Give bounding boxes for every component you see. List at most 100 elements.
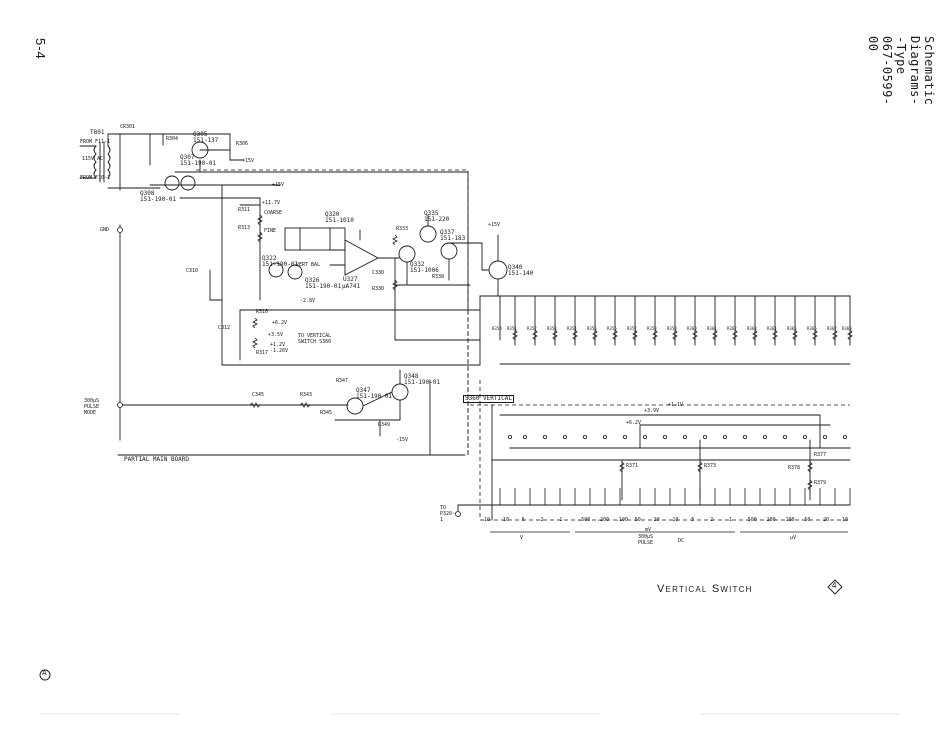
label-r316: R316 xyxy=(256,309,269,315)
label-r379: R379 xyxy=(814,480,827,486)
label-plus3-9: +3.9V xyxy=(644,408,660,414)
label-ua741: μA741 xyxy=(342,283,361,290)
label-plus15-mid: +15V xyxy=(272,182,285,188)
label-s360-vertical: S360 VERTICAL xyxy=(463,395,514,403)
divider-resistor-label: R365 xyxy=(787,326,797,331)
divider-resistor-label: R352 xyxy=(527,326,537,331)
switch-position-label: 1 xyxy=(559,517,563,523)
label-fine: FINE xyxy=(264,228,277,234)
switch-position-label: .500 xyxy=(578,517,591,523)
label-pulse-bottom: 300μS PULSE xyxy=(638,534,654,546)
switch-position-label: 50 xyxy=(634,517,641,523)
switch-position-label: 2 xyxy=(710,517,714,523)
label-from-f11: FROM F11-1 xyxy=(80,139,111,145)
divider-ladder xyxy=(499,295,851,365)
label-r377: R377 xyxy=(814,452,827,458)
label-plus6-2b: +6.2V xyxy=(626,420,642,426)
label-r345: R345 xyxy=(320,410,333,416)
divider-resistor-label: R357 xyxy=(627,326,637,331)
divider-resistor-label: R350 xyxy=(492,326,502,331)
page-number: 5-4 xyxy=(33,38,48,60)
label-plus15-top: +15V xyxy=(242,158,255,164)
divider-resistor-label: R367 xyxy=(827,326,837,331)
divider-resistor-label: R356 xyxy=(607,326,617,331)
divider-resistor-label: R359 xyxy=(667,326,677,331)
label-plus15-sw: +15V xyxy=(488,222,501,228)
rev-diamond xyxy=(827,579,843,595)
label-plus1-2: +1.2V xyxy=(270,342,286,348)
switch-position-label: .100 xyxy=(615,517,628,523)
label-r373: R373 xyxy=(704,463,717,469)
label-r343: R343 xyxy=(300,392,313,398)
label-minus1-26: -1.26V xyxy=(270,348,289,354)
switch-position-label: 10 xyxy=(502,517,509,523)
label-r306: R306 xyxy=(236,141,249,147)
label-vert-bal: VERT BAL xyxy=(296,262,321,268)
switch-position-label: 10 xyxy=(672,517,679,523)
label-r313: R313 xyxy=(238,225,251,231)
label-to-p320: TO P320-1 xyxy=(440,505,456,523)
label-dc: DC xyxy=(678,538,685,544)
label-c312: C312 xyxy=(218,325,231,331)
sheet-title: Schematic Diagrams--Type 067-0599-00 xyxy=(866,36,936,106)
label-r338: R338 xyxy=(432,274,445,280)
label-plus11-7: +11.7V xyxy=(262,200,281,206)
divider-resistor-label: R360 xyxy=(687,326,697,331)
divider-resistor-label: R355 xyxy=(587,326,597,331)
switch-position-label: 10 xyxy=(842,517,849,523)
switch-position-label: 20 xyxy=(823,517,830,523)
label-r311: R311 xyxy=(238,207,251,213)
switch-position-label: 6 xyxy=(521,517,525,523)
label-range-uv: μV xyxy=(790,535,797,541)
label-r330: R330 xyxy=(372,286,385,292)
divider-resistor-label: R354 xyxy=(567,326,577,331)
label-range-v: V xyxy=(520,535,524,541)
label-r378: R378 xyxy=(788,465,801,471)
label-cr301: CR301 xyxy=(120,124,136,130)
label-t801: T801 xyxy=(90,129,105,136)
switch-position-label: 500 xyxy=(747,517,757,523)
switch-position-label: .200 xyxy=(597,517,610,523)
label-ac-in: 115V AC xyxy=(82,156,104,162)
switch-position-label: 2 xyxy=(540,517,544,523)
divider-resistor-label: R358 xyxy=(647,326,657,331)
label-range-mv: mV xyxy=(645,527,652,533)
label-r347: R347 xyxy=(336,378,349,384)
label-to-vertical-switch: TO VERTICAL SWITCH S360 xyxy=(298,333,332,345)
divider-resistor-label: R362 xyxy=(727,326,737,331)
switch-position-label: 20 xyxy=(653,517,660,523)
divider-resistor-label: R363 xyxy=(747,326,757,331)
divider-resistor-label: R353 xyxy=(547,326,557,331)
label-r333: R333 xyxy=(396,226,409,232)
switch-position-label: 5 xyxy=(691,517,695,523)
label-minus15-b: -15V xyxy=(396,437,409,443)
divider-resistor-label: R364 xyxy=(767,326,777,331)
label-r304: R304 xyxy=(166,136,179,142)
label-c310: C310 xyxy=(186,268,199,274)
divider-resistor-label: R361 xyxy=(707,326,717,331)
switch-position-label: 100 xyxy=(785,517,795,523)
label-r371: R371 xyxy=(626,463,639,469)
label-gnd: GND xyxy=(100,227,110,233)
label-c345: C345 xyxy=(252,392,265,398)
label-r317: R317 xyxy=(256,350,269,356)
label-r349: R349 xyxy=(378,422,391,428)
label-from-f10: FROM F10-1 xyxy=(80,175,111,181)
transformer-t801 xyxy=(79,141,111,183)
label-coarse: COARSE xyxy=(264,210,283,216)
corner-mark: A xyxy=(42,670,47,677)
drawing-title: Vertical Switch xyxy=(657,583,753,595)
label-pulse-mode: 300μS PULSE MODE xyxy=(84,398,100,416)
